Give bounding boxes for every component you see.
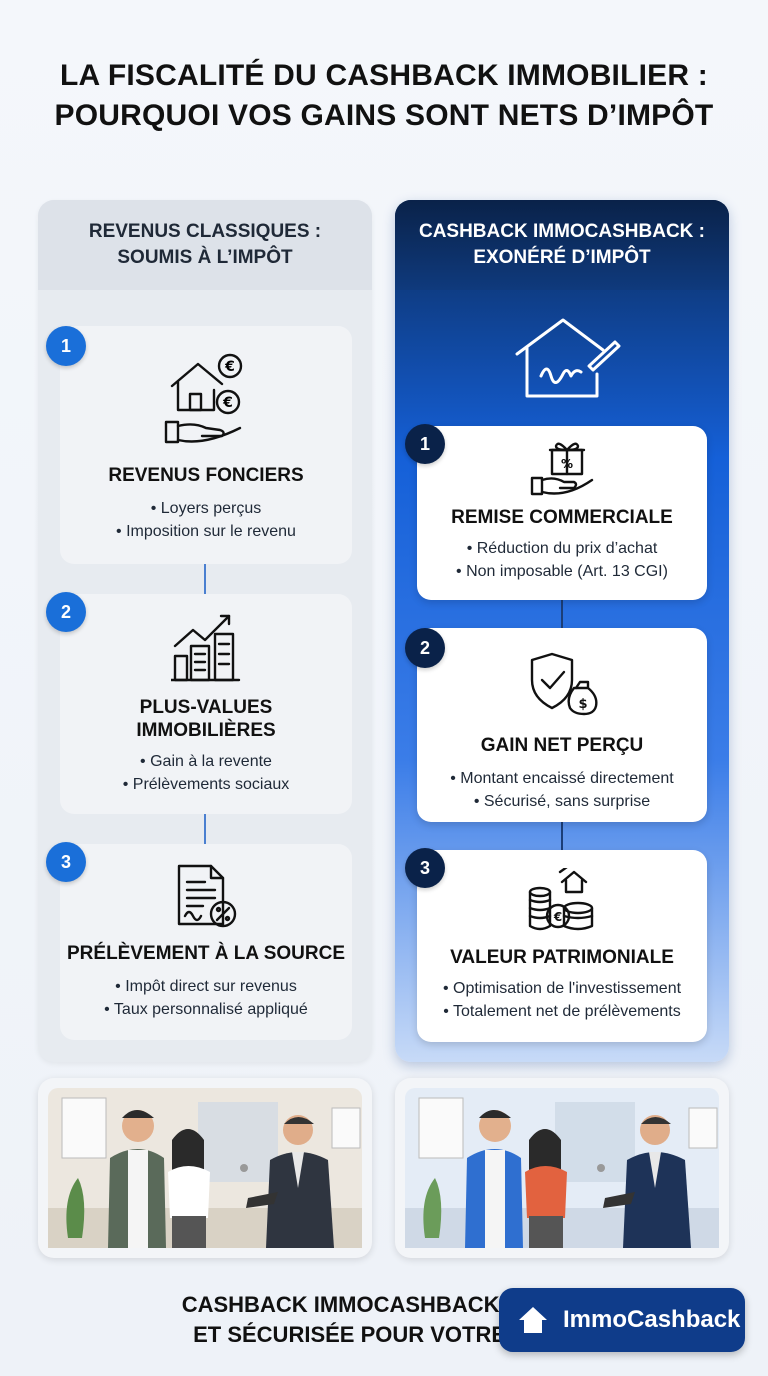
card-bullet: • Gain à la revente	[140, 753, 272, 770]
card-bullet: • Totalement net de prélèvements	[443, 1003, 681, 1020]
card-bullet: • Impôt direct sur revenus	[115, 978, 297, 995]
step-number-badge: 3	[46, 842, 86, 882]
gift-percent-hand-icon: %	[530, 442, 594, 496]
key-handover-illustration	[405, 1088, 719, 1248]
card-title: REMISE COMMERCIALE	[451, 507, 673, 528]
document-percent-icon	[177, 864, 237, 928]
card-title: GAIN NET PERÇU	[480, 735, 644, 756]
connector-line	[204, 564, 206, 594]
taxable-header-line-2: SOUMIS À L’IMPÔT	[117, 247, 293, 268]
building-growth-chart-icon	[171, 614, 241, 682]
card-bullet: • Optimisation de l'investissement	[442, 980, 682, 997]
tax-exempt-header: CASHBACK IMMOCASHBACK : EXONÉRÉ D’IMPÔT	[395, 200, 729, 290]
exempt-header-line-1: CASHBACK IMMOCASHBACK :	[418, 221, 706, 242]
card-bullet: • Imposition sur le revenu	[116, 523, 296, 540]
card-prelevement-source: PRÉLÈVEMENT À LA SOURCE • Impôt direct s…	[60, 844, 352, 1040]
card-bullet: • Taux personnalisé appliqué	[104, 1001, 308, 1018]
card-revenus-fonciers: € € REVENUS FONCIERS • Loyers perçus • I…	[60, 326, 352, 564]
taxable-income-column: REVENUS CLASSIQUES : SOUMIS À L’IMPÔT € …	[38, 200, 372, 1062]
card-bullet: • Non imposable (Art. 13 CGI)	[456, 563, 668, 580]
exempt-header-line-2: EXONÉRÉ D’IMPÔT	[473, 247, 651, 268]
card-title: REVENUS FONCIERS	[108, 465, 304, 486]
card-plus-values: PLUS-VALUES IMMOBILIÈRES • Gain à la rev…	[60, 594, 352, 814]
card-bullet: • Réduction du prix d’achat	[466, 540, 658, 557]
card-title-line-1: PLUS-VALUES	[139, 697, 273, 718]
card-title: VALEUR PATRIMONIALE	[450, 947, 674, 968]
taxable-income-header: REVENUS CLASSIQUES : SOUMIS À L’IMPÔT	[38, 200, 372, 290]
svg-text:€: €	[553, 910, 562, 924]
card-remise-commerciale: % REMISE COMMERCIALE • Réduction du prix…	[417, 426, 707, 600]
step-number-badge: 1	[405, 424, 445, 464]
taxable-header-line-1: REVENUS CLASSIQUES :	[88, 221, 322, 242]
page-title-line-1: LA FISCALITÉ DU CASHBACK IMMOBILIER :	[60, 59, 708, 92]
card-title-line-2: IMMOBILIÈRES	[136, 720, 276, 741]
step-number-badge: 3	[405, 848, 445, 888]
coins-house-icon: €	[528, 868, 594, 931]
step-number-badge: 2	[405, 628, 445, 668]
card-bullet: • Prélèvements sociaux	[122, 776, 290, 793]
brand-name: ImmoCashback	[563, 1306, 741, 1333]
step-number-badge: 1	[46, 326, 86, 366]
shield-check-moneybag-icon: $	[530, 652, 598, 716]
connector-line	[204, 814, 206, 844]
illustration-key-handover-right	[395, 1078, 729, 1258]
svg-text:%: %	[561, 457, 573, 471]
house-coins-hand-icon: € €	[164, 353, 243, 444]
connector-line	[561, 822, 563, 850]
card-bullet: • Montant encaissé directement	[450, 770, 674, 787]
card-bullet: • Sécurisé, sans surprise	[473, 793, 651, 810]
tax-exempt-column: CASHBACK IMMOCASHBACK : EXONÉRÉ D’IMPÔT …	[395, 200, 729, 1062]
svg-text:$: $	[578, 697, 587, 712]
connector-line	[561, 600, 563, 628]
card-bullet: • Loyers perçus	[150, 500, 262, 517]
step-number-badge: 2	[46, 592, 86, 632]
key-handover-illustration	[48, 1088, 362, 1248]
card-gain-net: $ GAIN NET PERÇU • Montant encaissé dire…	[417, 628, 707, 822]
svg-text:€: €	[222, 395, 233, 411]
page-title-line-2: POURQUOI VOS GAINS SONT NETS D’IMPÔT	[54, 99, 714, 132]
card-title: PLUS-VALUES IMMOBILIÈRES	[60, 696, 352, 742]
illustration-key-handover-left	[38, 1078, 372, 1258]
svg-text:€: €	[224, 359, 235, 375]
card-valeur-patrimoniale: € VALEUR PATRIMONIALE • Optimisation de …	[417, 850, 707, 1042]
page-title: LA FISCALITÉ DU CASHBACK IMMOBILIER : PO…	[0, 56, 768, 136]
house-signature-icon	[515, 318, 621, 398]
house-icon	[519, 1307, 547, 1333]
card-title: PRÉLÈVEMENT À LA SOURCE	[67, 943, 345, 964]
brand-badge[interactable]: ImmoCashback	[499, 1288, 745, 1352]
